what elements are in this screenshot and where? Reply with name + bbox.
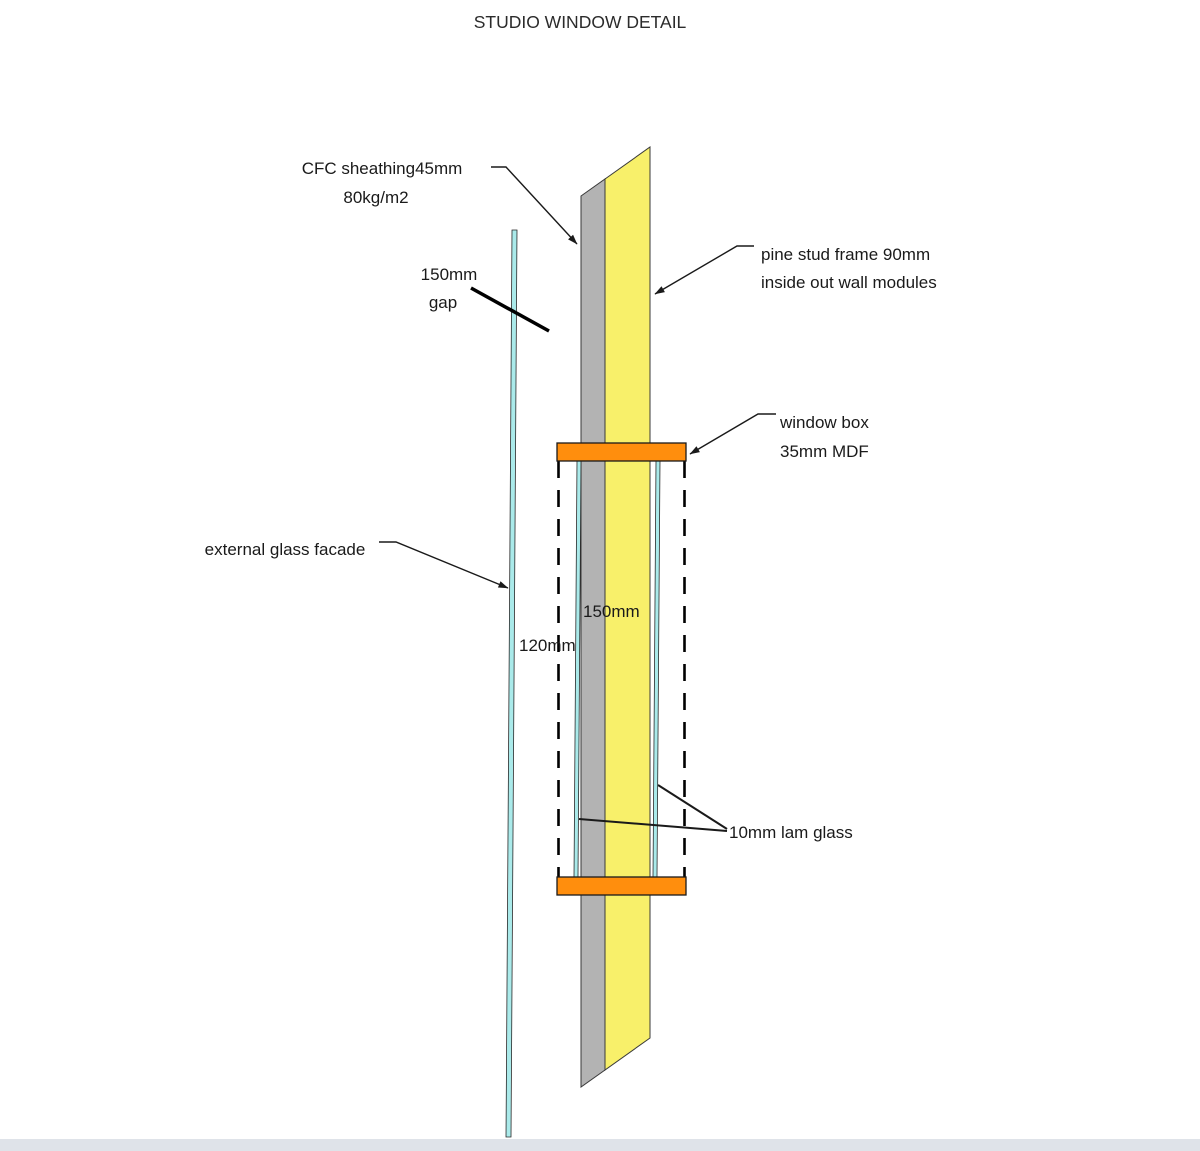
cfc-sheathing-label-line1: CFC sheathing45mm bbox=[302, 159, 463, 178]
lam-glass-right-shape bbox=[652, 460, 661, 878]
pine-stud-label-line2: inside out wall modules bbox=[761, 273, 937, 292]
window-box-bottom-shape bbox=[556, 876, 687, 896]
lam-glass-leader-left bbox=[578, 818, 728, 832]
window-box-top-shape bbox=[556, 442, 687, 462]
lam-glass-label: 10mm lam glass bbox=[729, 823, 853, 842]
gap-leader-line bbox=[470, 286, 550, 333]
cfc-sheathing-leader-line bbox=[491, 166, 578, 245]
external-glass-label: external glass facade bbox=[205, 540, 366, 559]
cfc-sheathing-shape bbox=[580, 178, 606, 1088]
pine-stud-leader-line bbox=[654, 245, 754, 295]
external-glass-leader-line bbox=[379, 541, 509, 589]
gap-label-line2: gap bbox=[429, 293, 457, 312]
outer-width-dimension-label: 120mm bbox=[519, 636, 576, 655]
window-box-leader-line bbox=[689, 413, 776, 455]
lam-glass-leader-right bbox=[657, 784, 728, 830]
window-box-label-line2: 35mm MDF bbox=[780, 442, 869, 461]
inner-width-dimension-label: 150mm bbox=[583, 602, 640, 621]
pine-stud-frame-shape bbox=[604, 146, 651, 1071]
page-title: STUDIO WINDOW DETAIL bbox=[474, 12, 687, 32]
window-box-label-line1: window box bbox=[779, 413, 869, 432]
gap-label-line1: 150mm bbox=[421, 265, 478, 284]
external-glass-facade-shape bbox=[505, 229, 518, 1138]
footer-strip bbox=[0, 1139, 1200, 1151]
pine-stud-label-line1: pine stud frame 90mm bbox=[761, 245, 930, 264]
cfc-sheathing-label-line2: 80kg/m2 bbox=[343, 188, 408, 207]
lam-glass-left-shape bbox=[573, 460, 582, 878]
